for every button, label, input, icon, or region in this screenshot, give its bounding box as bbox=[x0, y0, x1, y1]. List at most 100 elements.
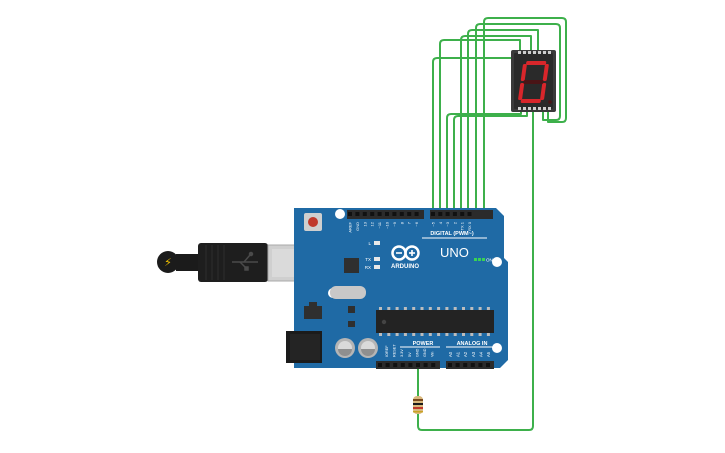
wire-pin2-to-segment[interactable] bbox=[467, 29, 539, 212]
power-pin-socket[interactable] bbox=[431, 363, 436, 367]
usb-plug-icon bbox=[232, 251, 258, 271]
wire-pin7-to-segment[interactable] bbox=[432, 57, 518, 212]
segment-f bbox=[520, 64, 527, 81]
analog-pin-socket[interactable] bbox=[470, 363, 475, 367]
usb-chip bbox=[344, 258, 359, 273]
power-header bbox=[376, 361, 494, 369]
crystal-oscillator bbox=[330, 286, 366, 299]
power-pin-socket[interactable] bbox=[423, 363, 428, 367]
brand-label: ARDUINO bbox=[391, 264, 419, 270]
analog-pin-socket[interactable] bbox=[463, 363, 468, 367]
capacitors bbox=[335, 338, 378, 358]
power-led: ON bbox=[474, 258, 493, 263]
wire-pin3-to-segment[interactable] bbox=[460, 35, 532, 212]
segment-b bbox=[542, 64, 549, 81]
digital-pin-label: 4 bbox=[438, 221, 443, 224]
wire-pin0-to-segment[interactable] bbox=[483, 17, 567, 212]
digital-pin-socket[interactable] bbox=[370, 212, 375, 216]
digital-pin-label: ~3 bbox=[445, 221, 450, 226]
digital-pin-socket[interactable] bbox=[445, 212, 450, 216]
wire-pin5-to-segment[interactable] bbox=[446, 110, 522, 212]
display-pins bbox=[518, 51, 551, 110]
digital-pin-socket[interactable] bbox=[438, 212, 443, 216]
bottom-pin-sockets bbox=[378, 363, 490, 367]
digital-pin-socket[interactable] bbox=[392, 212, 397, 216]
analog-header-label: ANALOG IN bbox=[457, 341, 488, 347]
analog-pin-label: A0 bbox=[448, 351, 453, 357]
led-rx-label: RX bbox=[365, 265, 371, 270]
reset-button[interactable] bbox=[304, 213, 322, 231]
digital-pin-socket[interactable] bbox=[377, 212, 382, 216]
digital-pin-socket[interactable] bbox=[355, 212, 360, 216]
analog-pin-label: A5 bbox=[486, 351, 491, 357]
power-pin-label: Vin bbox=[431, 352, 435, 357]
digital-pin-label: AREF bbox=[348, 221, 353, 232]
digital-pin-socket[interactable] bbox=[467, 212, 472, 216]
power-pin-socket[interactable] bbox=[393, 363, 398, 367]
digital-pin-socket[interactable] bbox=[348, 212, 352, 216]
power-pin-socket[interactable] bbox=[385, 363, 390, 367]
on-label: ON bbox=[486, 258, 493, 263]
dc-power-jack[interactable] bbox=[286, 331, 322, 363]
digital-pin-socket[interactable] bbox=[431, 212, 435, 216]
analog-pin-socket[interactable] bbox=[478, 363, 483, 367]
analog-pin-label: A2 bbox=[463, 351, 468, 357]
analog-pin-socket[interactable] bbox=[455, 363, 460, 367]
power-pin-label: IOREF bbox=[385, 345, 389, 357]
digital-pin-socket[interactable] bbox=[385, 212, 389, 216]
digital-pin-socket[interactable] bbox=[414, 212, 419, 216]
analog-pin-label: A1 bbox=[456, 351, 461, 357]
segment-dp bbox=[548, 100, 552, 104]
seven-segment-display[interactable] bbox=[511, 50, 556, 112]
segment-c bbox=[540, 83, 547, 100]
digital-pin-label: ~5 bbox=[431, 221, 436, 226]
arduino-logo bbox=[391, 245, 420, 261]
mounting-hole bbox=[492, 257, 502, 267]
atmega-chip bbox=[376, 307, 494, 336]
power-pin-socket[interactable] bbox=[400, 363, 405, 367]
digital-pin-socket[interactable] bbox=[399, 212, 404, 216]
digital-pin-label: ~9 bbox=[392, 221, 397, 226]
digital-pin-sockets bbox=[348, 212, 472, 216]
analog-pin-label: A4 bbox=[478, 351, 483, 357]
mounting-hole bbox=[492, 343, 502, 353]
model-label: UNO bbox=[440, 245, 469, 260]
wire-common-to-resistor[interactable] bbox=[417, 110, 534, 431]
wire-pin1-to-segment[interactable] bbox=[475, 23, 561, 212]
wire-pin6-to-segment[interactable] bbox=[439, 39, 521, 212]
digital-pin-label: ~6 bbox=[414, 221, 419, 226]
analog-pin-socket[interactable] bbox=[448, 363, 452, 367]
digital-pin-socket[interactable] bbox=[362, 212, 367, 216]
power-pin-socket[interactable] bbox=[408, 363, 413, 367]
digital-header-label: DIGITAL (PWM~) bbox=[430, 231, 474, 237]
segment-d bbox=[520, 99, 541, 103]
power-pin-label: GND bbox=[423, 348, 427, 357]
digital-pin-label: 7 bbox=[407, 221, 412, 224]
power-pin-socket[interactable] bbox=[416, 363, 420, 367]
mounting-hole bbox=[335, 209, 345, 219]
digital-pin-socket[interactable] bbox=[460, 212, 465, 216]
wires bbox=[417, 17, 567, 431]
power-pin-label: 5V bbox=[408, 352, 412, 357]
digital-pin-label: 12 bbox=[370, 221, 375, 226]
digital-pin-socket[interactable] bbox=[452, 212, 457, 216]
usb-bolt-icon: ⚡ bbox=[164, 256, 172, 269]
analog-pin-socket[interactable] bbox=[486, 363, 490, 367]
digital-pin-label: RX 0 bbox=[467, 221, 472, 231]
segment-g bbox=[523, 80, 544, 84]
resistor[interactable] bbox=[413, 396, 423, 414]
digital-pin-label: 13 bbox=[362, 221, 367, 226]
segment-e bbox=[518, 83, 525, 100]
power-pin-label: GND bbox=[415, 348, 419, 357]
digital-pin-socket[interactable] bbox=[407, 212, 412, 216]
wire-pin4-to-segment[interactable] bbox=[453, 110, 528, 212]
digital-pin-label: ~11 bbox=[377, 221, 382, 228]
led-tx-label: TX bbox=[365, 257, 371, 262]
power-pin-socket[interactable] bbox=[378, 363, 382, 367]
power-pin-label: RESET bbox=[393, 344, 397, 357]
